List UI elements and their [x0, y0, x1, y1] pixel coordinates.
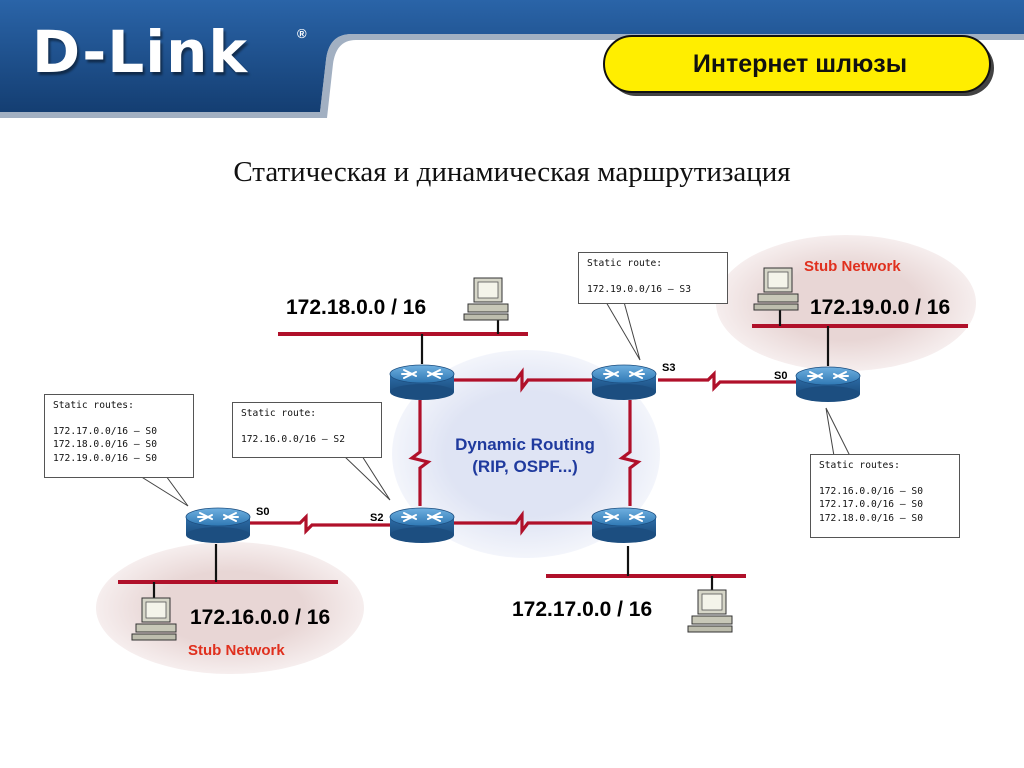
- link-left: [408, 400, 432, 506]
- section-pill: [603, 35, 994, 96]
- callout-static-routes-left: Static routes: 172.17.0.0/16 – S0 172.18…: [44, 394, 194, 478]
- link-to-left-stub: [250, 513, 390, 535]
- link-right: [618, 400, 642, 506]
- dlink-logo: D-Link: [32, 18, 248, 86]
- callout-static-routes-right: Static routes: 172.16.0.0/16 – S0 172.17…: [810, 454, 960, 538]
- router-top-right: [591, 364, 657, 401]
- network-label-172-16: 172.16.0.0 / 16: [190, 606, 331, 629]
- router-bottom-right: [591, 507, 657, 544]
- slide-title: Статическая и динамическая маршрутизация: [233, 156, 791, 188]
- serial-links: [250, 367, 796, 536]
- callout-title: Static route:: [241, 408, 317, 419]
- callout-static-route-top: Static route: 172.19.0.0/16 – S3: [578, 252, 728, 304]
- callout-title: Static routes:: [819, 460, 900, 471]
- interface-label-s0-left: S0: [256, 506, 270, 518]
- callout-static-route-mid-left: Static route: 172.16.0.0/16 – S2: [232, 402, 382, 458]
- interface-label-s3: S3: [662, 362, 676, 374]
- stub-network-label-left: Stub Network: [188, 642, 285, 659]
- router-stub-left: [185, 507, 251, 544]
- callout-row: 172.18.0.0/16 – S0: [819, 512, 923, 524]
- link-to-right-stub: [658, 370, 796, 392]
- callout-pointers: [138, 301, 851, 507]
- dynamic-routing-label: Dynamic Routing (RIP, OSPF...): [430, 434, 620, 478]
- callout-title: Static route:: [587, 258, 663, 269]
- interface-label-s0-right: S0: [774, 370, 788, 382]
- pc-172-18: [463, 277, 509, 321]
- router-top-left: [389, 364, 455, 401]
- link-top: [454, 367, 592, 393]
- header-band: [0, 0, 1024, 118]
- dynamic-routing-cloud: [392, 350, 660, 558]
- network-label-172-18: 172.18.0.0 / 16: [286, 296, 427, 319]
- callout-row: 172.17.0.0/16 – S0: [53, 425, 157, 437]
- registered-mark: ®: [297, 26, 307, 41]
- lan-drops: [152, 306, 830, 604]
- callout-row: 172.19.0.0/16 – S3: [587, 283, 691, 295]
- section-title: Интернет шлюзы: [692, 50, 908, 78]
- dynamic-routing-line2: (RIP, OSPF...): [472, 457, 578, 476]
- dynamic-routing-line1: Dynamic Routing: [455, 435, 595, 454]
- link-bottom: [454, 510, 592, 536]
- pc-172-17: [687, 589, 733, 633]
- callout-row: 172.16.0.0/16 – S0: [819, 485, 923, 497]
- stub-network-label-right: Stub Network: [804, 258, 901, 275]
- router-bottom-left: [389, 507, 455, 544]
- router-stub-right: [795, 366, 861, 403]
- callout-row: 172.17.0.0/16 – S0: [819, 499, 923, 510]
- stub-network-left-area: [96, 542, 364, 674]
- interface-label-s2: S2: [370, 512, 384, 524]
- network-label-172-17: 172.17.0.0 / 16: [512, 598, 653, 621]
- callout-title: Static routes:: [53, 400, 134, 411]
- callout-row: 172.16.0.0/16 – S2: [241, 433, 345, 445]
- network-label-172-19: 172.19.0.0 / 16: [810, 296, 951, 319]
- callout-row: 172.18.0.0/16 – S0: [53, 439, 157, 450]
- callout-row: 172.19.0.0/16 – S0: [53, 452, 157, 464]
